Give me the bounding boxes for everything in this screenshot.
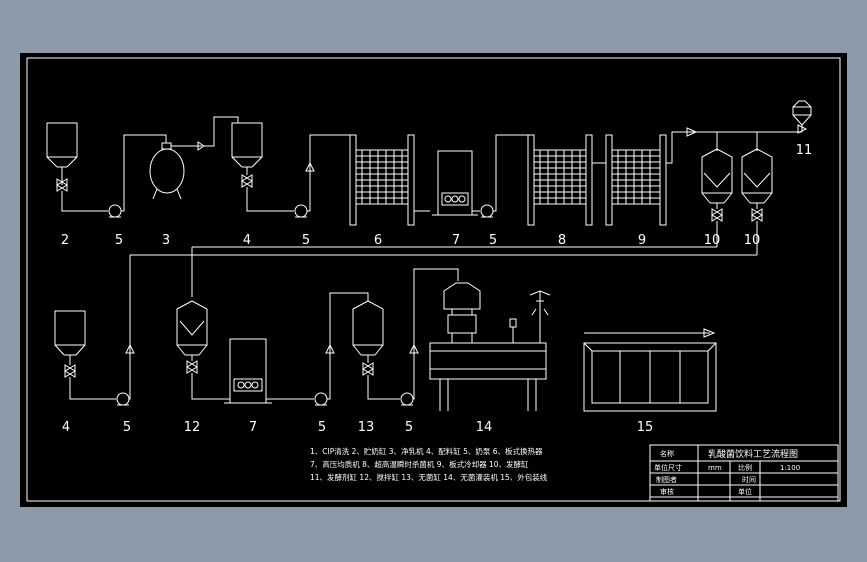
equipment-label: 15 bbox=[637, 420, 654, 435]
flow-arrow bbox=[305, 161, 315, 172]
pipe-fermenter-out bbox=[716, 221, 758, 255]
uht-sterilizer-8 bbox=[527, 134, 593, 226]
aseptic-filler-14 bbox=[429, 282, 551, 411]
legend-line: 11、发酵剂缸 12、搅拌缸 13、无菌缸 14、无菌灌装机 15、外包装线 bbox=[310, 472, 548, 482]
title-block-name-label: 名称 bbox=[660, 449, 674, 458]
header-pipes bbox=[130, 246, 757, 256]
equipment-label: 5 bbox=[405, 420, 413, 435]
equipment-label: 10 bbox=[744, 233, 761, 248]
pipe-3-4b bbox=[204, 116, 239, 147]
equipment-label: 12 bbox=[184, 420, 201, 435]
flow-arrow bbox=[325, 343, 335, 354]
fermenter-10b bbox=[741, 148, 773, 222]
pipe-5-6 bbox=[307, 134, 351, 212]
title-block-scale-value: 1:100 bbox=[780, 464, 800, 472]
equipment-label: 2 bbox=[61, 233, 69, 248]
batching-tank-4 bbox=[231, 122, 263, 188]
equipment-label: 5 bbox=[123, 420, 131, 435]
title-block-size-value: mm bbox=[708, 464, 722, 472]
homogenizer-7b bbox=[224, 338, 272, 404]
batching-tank-4b bbox=[54, 310, 86, 378]
pump-5c bbox=[480, 204, 494, 218]
fermenter-10a bbox=[701, 148, 733, 222]
pump-5e bbox=[314, 392, 328, 406]
title-block-time-label: 时间 bbox=[742, 475, 756, 484]
equipment-label: 5 bbox=[115, 233, 123, 248]
equipment-label: 5 bbox=[489, 233, 497, 248]
title-block-check-label: 审核 bbox=[660, 487, 674, 496]
starter-tank-11 bbox=[792, 100, 812, 134]
pipe-13-5 bbox=[367, 375, 400, 400]
equipment-label: 3 bbox=[162, 233, 170, 248]
equipment-label: 10 bbox=[704, 233, 721, 248]
legend-line: 7、高压均质机 8、超高温瞬时杀菌机 9、板式冷却器 10、发酵缸 bbox=[310, 459, 529, 469]
title-block-drawn-label: 制图者 bbox=[656, 475, 677, 484]
title-block bbox=[649, 444, 839, 502]
aseptic-tank-13 bbox=[352, 300, 384, 376]
plate-heat-exchanger-6 bbox=[349, 134, 415, 226]
flow-arrow bbox=[197, 141, 205, 151]
pipe-2-5 bbox=[61, 191, 108, 212]
process-flow-diagram: 2 5 3 4 5 6 7 5 8 9 10 10 11 4 5 12 7 5 … bbox=[26, 57, 841, 502]
pipe-8-9-10 bbox=[592, 131, 717, 164]
pipe-5-14 bbox=[413, 268, 459, 400]
equipment-label: 7 bbox=[249, 420, 257, 435]
mixing-tank-12 bbox=[176, 300, 208, 374]
drawing-title: 乳酸菌饮料工艺流程图 bbox=[708, 448, 798, 460]
plate-cooler-9 bbox=[605, 134, 667, 226]
equipment-label: 5 bbox=[318, 420, 326, 435]
packaging-line-15 bbox=[583, 328, 717, 412]
pump-5a bbox=[108, 204, 122, 218]
equipment-label: 9 bbox=[638, 233, 646, 248]
pump-5f bbox=[400, 392, 414, 406]
flow-arrow bbox=[125, 343, 135, 354]
title-block-size-label: 单位尺寸 bbox=[654, 463, 682, 472]
pump-5b bbox=[294, 204, 308, 218]
storage-tank-2 bbox=[46, 122, 78, 185]
equipment-label: 13 bbox=[358, 420, 375, 435]
equipment-label: 5 bbox=[302, 233, 310, 248]
drawing-sheet: 2 5 3 4 5 6 7 5 8 9 10 10 11 4 5 12 7 5 … bbox=[20, 53, 847, 507]
pipe-5-3 bbox=[121, 134, 167, 212]
equipment-label: 8 bbox=[558, 233, 566, 248]
pump-5d bbox=[116, 392, 130, 406]
equipment-label: 4 bbox=[243, 233, 251, 248]
legend-line: 1、CIP清洗 2、贮奶缸 3、净乳机 4、配料缸 5、奶泵 6、板式换热器 bbox=[310, 446, 543, 456]
equipment-label: 6 bbox=[374, 233, 382, 248]
pipe-to-fermenters bbox=[716, 131, 802, 151]
drawing-border bbox=[26, 57, 841, 502]
flow-arrow bbox=[409, 343, 419, 354]
pipe-5-riser bbox=[129, 255, 131, 400]
pipe-4-5 bbox=[246, 187, 294, 212]
pipe-4-5b bbox=[69, 377, 116, 400]
equipment-label: 4 bbox=[62, 420, 70, 435]
pipe-12-7 bbox=[191, 373, 230, 400]
pipe-5-13 bbox=[327, 292, 369, 400]
pipe-5-8 bbox=[493, 134, 529, 212]
equipment-label: 11 bbox=[796, 143, 813, 158]
equipment-label: 14 bbox=[476, 420, 493, 435]
homogenizer-7a bbox=[432, 150, 478, 216]
separator-3 bbox=[149, 142, 185, 200]
title-block-unit-label: 单位 bbox=[738, 487, 752, 496]
valve-2 bbox=[56, 178, 68, 192]
equipment-label: 7 bbox=[452, 233, 460, 248]
title-block-scale-label: 比例 bbox=[738, 463, 752, 472]
flow-arrow bbox=[686, 127, 698, 137]
